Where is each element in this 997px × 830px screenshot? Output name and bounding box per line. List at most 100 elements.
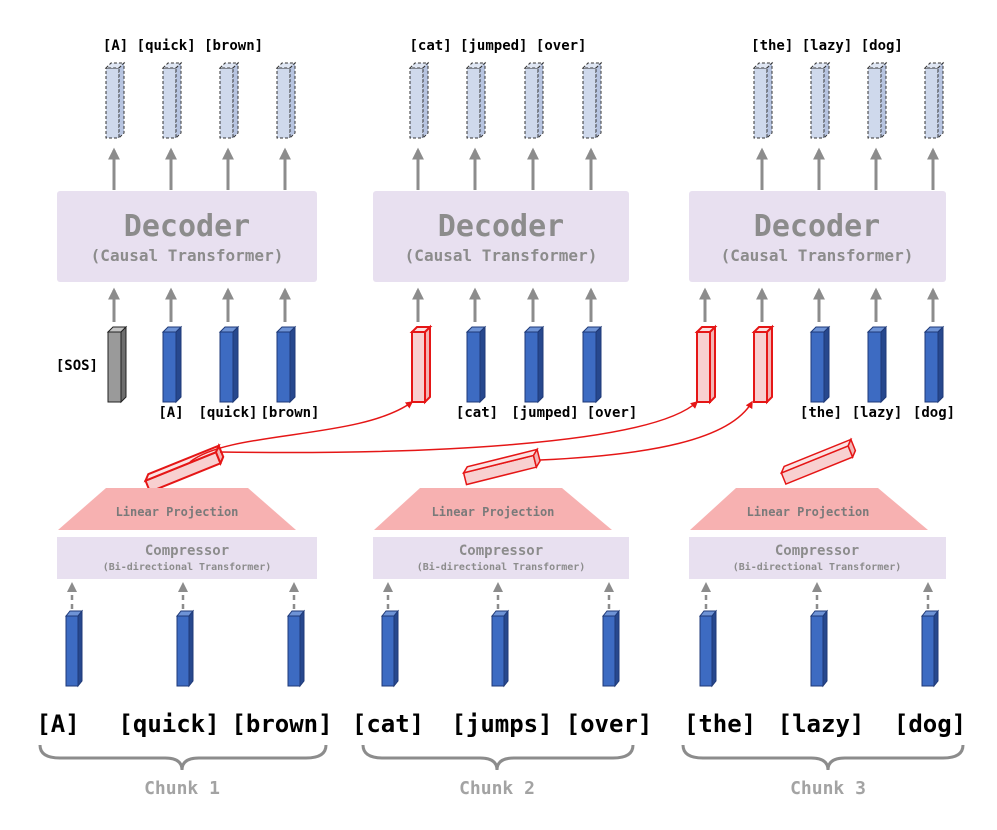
compressor-subtitle: (Bi-directional Transformer) xyxy=(417,561,586,573)
output-token xyxy=(581,61,603,140)
source-token-label: [brown] xyxy=(231,710,332,738)
chunk-2-dashed-arrows xyxy=(383,582,614,609)
compressor-title: Compressor xyxy=(775,543,859,559)
chunk-1-input-arrows xyxy=(108,287,291,322)
input-token-label: [A] xyxy=(158,405,183,421)
linear-projection-shape xyxy=(374,488,612,530)
input-token-label: [the] xyxy=(800,405,842,421)
output-token xyxy=(809,61,831,140)
source-token-label: [quick] xyxy=(118,710,219,738)
flow-arrow-chunk1-to-chunk2 xyxy=(189,401,414,463)
chunk-2-label: Chunk 2 xyxy=(459,778,535,799)
chunk-3-input-tokens xyxy=(809,325,945,404)
output-token xyxy=(218,61,240,140)
chunk-1-dashed-arrows xyxy=(67,582,299,609)
output-token xyxy=(523,61,545,140)
chunk-3-output-arrows xyxy=(756,147,939,190)
source-token xyxy=(698,609,718,688)
chunk-2-compressor: Compressor (Bi-directional Transformer) xyxy=(373,537,629,579)
input-token xyxy=(866,325,888,404)
source-token xyxy=(601,609,621,688)
compressed-token-input xyxy=(751,324,775,405)
chunk-3-dashed-arrows xyxy=(701,582,933,609)
input-token xyxy=(523,325,545,404)
chunk-1-decoder: Decoder (Causal Transformer) xyxy=(57,191,317,282)
chunk-2-brace xyxy=(361,744,635,771)
decoder-title: Decoder xyxy=(124,209,250,244)
chunk-3-group: [the] [lazy] [dog] xyxy=(681,38,966,799)
decoder-subtitle: (Causal Transformer) xyxy=(405,246,598,265)
input-token-label: [lazy] xyxy=(852,405,903,421)
output-token xyxy=(408,61,430,140)
chunk-2-output-arrows xyxy=(412,147,597,190)
chunk-3-brace xyxy=(681,744,965,771)
input-token-label: [brown] xyxy=(260,405,319,421)
chunk-1-output-tokens xyxy=(104,61,297,140)
source-token-label: [A] xyxy=(36,710,79,738)
chunk-3-output-tokens xyxy=(752,61,945,140)
chunk-3-input-arrows xyxy=(699,287,939,322)
chunk-3-decoder: Decoder (Causal Transformer) xyxy=(689,191,946,282)
input-token-label: [dog] xyxy=(913,405,955,421)
decoder-subtitle: (Causal Transformer) xyxy=(721,246,914,265)
compressor-title: Compressor xyxy=(459,543,543,559)
input-token xyxy=(218,325,240,404)
flow-arrow-chunk2-to-chunk3 xyxy=(539,400,753,461)
linear-projection-shape xyxy=(58,488,296,530)
sos-token xyxy=(106,325,128,404)
source-token-label: [over] xyxy=(566,710,653,738)
chunk-2-input-tokens xyxy=(465,325,603,404)
flow-arrow-chunk1-to-chunk3 xyxy=(219,400,699,454)
compressor-subtitle: (Bi-directional Transformer) xyxy=(103,561,272,573)
source-token-label: [lazy] xyxy=(778,710,865,738)
output-token xyxy=(923,61,945,140)
compressor-title: Compressor xyxy=(145,543,229,559)
source-token xyxy=(809,609,829,688)
output-token xyxy=(275,61,297,140)
compressed-token-input xyxy=(694,324,718,405)
linear-projection-label: Linear Projection xyxy=(432,505,555,519)
chunk-1-brace xyxy=(38,744,328,771)
chunk-2-decoder: Decoder (Causal Transformer) xyxy=(373,191,629,282)
input-token xyxy=(161,325,183,404)
chunk-1-source-tokens xyxy=(64,609,306,688)
source-token-label: [the] xyxy=(684,710,756,738)
output-token xyxy=(104,61,126,140)
chunk-2-output-tokens xyxy=(408,61,603,140)
linear-projection-shape xyxy=(690,488,928,530)
compressed-token xyxy=(143,443,225,494)
chunk-1-group: [A] [quick] [brown] xyxy=(36,38,332,799)
chunk-1-compressor: Compressor (Bi-directional Transformer) xyxy=(57,537,317,579)
source-token xyxy=(920,609,940,688)
source-token xyxy=(64,609,84,688)
input-token xyxy=(465,325,487,404)
source-token-label: [jumps] xyxy=(451,710,552,738)
chunk-2-source-tokens xyxy=(380,609,621,688)
sos-label: [SOS] xyxy=(56,358,98,374)
decoder-subtitle: (Causal Transformer) xyxy=(91,246,284,265)
compressed-token xyxy=(779,437,857,486)
input-token xyxy=(581,325,603,404)
source-token-label: [cat] xyxy=(352,710,424,738)
source-token xyxy=(175,609,195,688)
input-token xyxy=(275,325,297,404)
chunk-2-group: [cat] [jumped] [over] xyxy=(352,38,652,799)
input-token xyxy=(809,325,831,404)
chunk-3-compressor: Compressor (Bi-directional Transformer) xyxy=(689,537,946,579)
chunk-2-output-labels: [cat] [jumped] [over] xyxy=(409,38,586,54)
input-token xyxy=(923,325,945,404)
output-token xyxy=(866,61,888,140)
input-token-label: [over] xyxy=(587,405,638,421)
decoder-title: Decoder xyxy=(754,209,880,244)
source-token xyxy=(380,609,400,688)
chunk-1-label: Chunk 1 xyxy=(144,778,220,799)
source-token xyxy=(490,609,510,688)
input-token-label: [jumped] xyxy=(511,405,578,421)
compressed-token xyxy=(462,447,541,486)
output-token xyxy=(161,61,183,140)
chunk-3-source-tokens xyxy=(698,609,940,688)
output-token xyxy=(752,61,774,140)
chunk-1-input-tokens xyxy=(161,325,297,404)
